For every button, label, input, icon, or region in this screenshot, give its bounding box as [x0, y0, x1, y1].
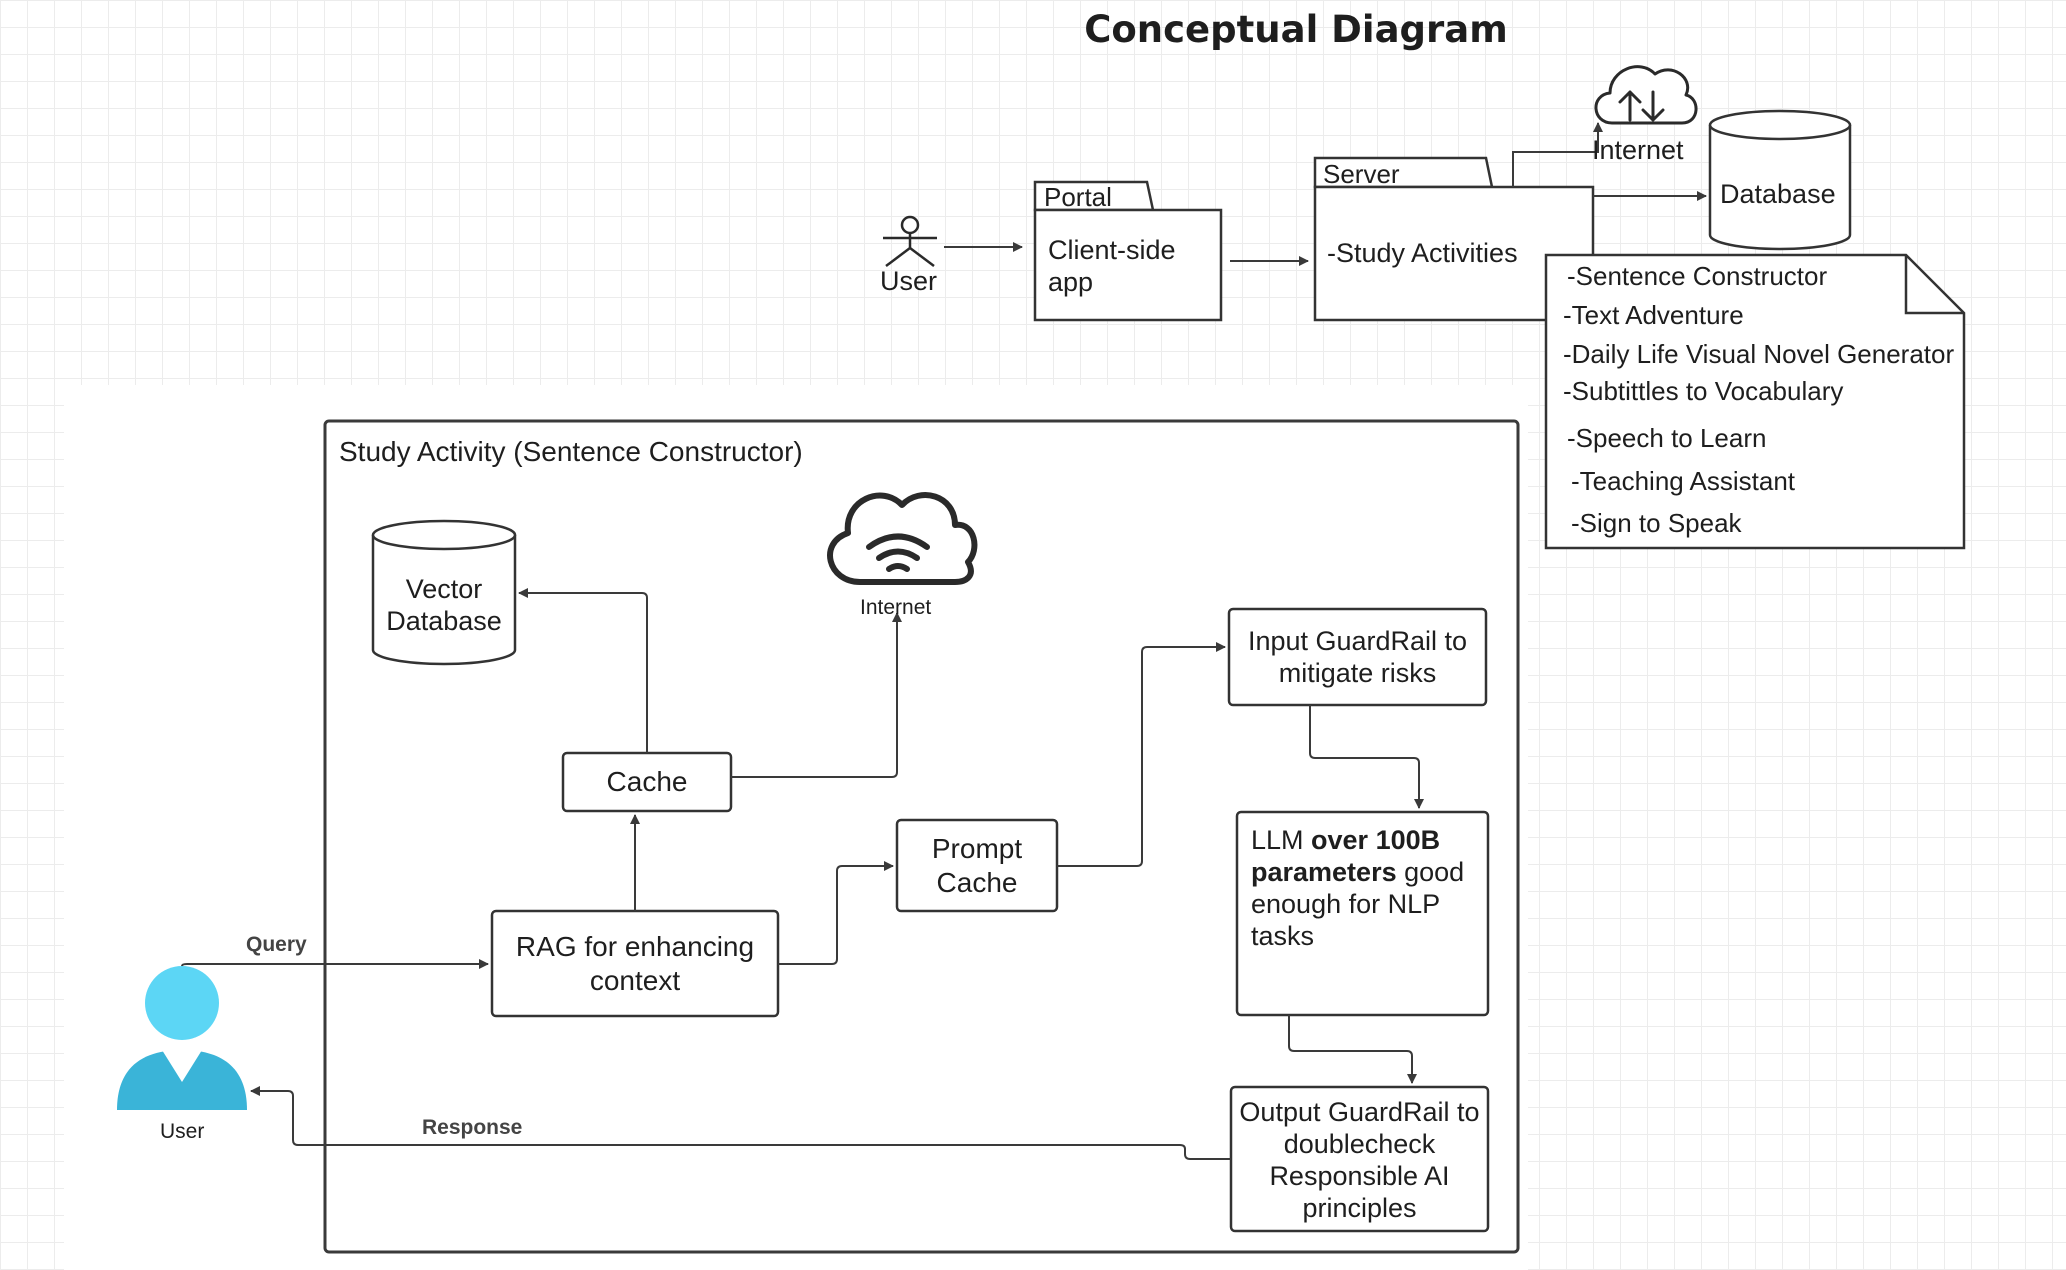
activity-item: -Speech to Learn [1567, 423, 1767, 453]
activity-item: -Sentence Constructor [1567, 261, 1828, 291]
arrow-llm-output [1288, 1015, 1417, 1084]
response-label: Response [422, 1116, 523, 1139]
cache-label: Cache [606, 766, 688, 798]
query-label: Query [246, 933, 307, 956]
llm-bold-text: over 100B parameters [1251, 825, 1441, 887]
top-internet-label: Internet [1592, 135, 1684, 165]
container-title: Study Activity (Sentence Constructor) [339, 436, 803, 467]
llm-label: LLM over 100B parameters good enough for… [1251, 825, 1483, 952]
input-guardrail-label: Input GuardRail to mitigate risks [1247, 625, 1468, 688]
output-guardrail-label: Output GuardRail to doublecheck Responsi… [1239, 1097, 1480, 1223]
prompt-cache-label: Prompt Cache [931, 832, 1023, 898]
arrow-server-internet [1512, 122, 1603, 187]
stick-user-icon [883, 215, 937, 267]
portal-tab-label: Portal [1044, 182, 1112, 212]
portal-body-label: Client-side app [1048, 235, 1176, 298]
arrow-response [250, 1086, 1231, 1160]
llm-box [1235, 810, 1490, 1017]
llm-prefix: LLM [1251, 825, 1312, 855]
activity-item: -Subtittles to Vocabulary [1563, 376, 1844, 406]
arrow-cache-internet [731, 612, 902, 778]
vector-db-label: Vector Database [386, 573, 502, 636]
arrow-cache-vectordb [518, 588, 648, 753]
arrow-prompt-input [1057, 642, 1226, 867]
page-title: Conceptual Diagram [1084, 8, 1508, 51]
rag-label: RAG for enhancing context [515, 930, 755, 996]
server-body-label: -Study Activities [1327, 238, 1518, 268]
input-guardrail-box [1227, 607, 1488, 707]
llm-suffix: good enough for NLP tasks [1251, 856, 1465, 951]
activity-item: -Text Adventure [1563, 300, 1744, 330]
arrow-input-llm [1309, 705, 1424, 809]
portal-box [1033, 208, 1223, 322]
vector-db-cylinder [371, 519, 517, 666]
database-label: Database [1720, 179, 1836, 209]
database-cylinder [1708, 109, 1852, 251]
arrow-rag-prompt [778, 861, 894, 965]
user-avatar-icon [117, 966, 247, 1110]
study-activity-container [323, 419, 1520, 1254]
cloud-updown-icon [1594, 65, 1698, 125]
bottom-user-label: User [160, 1120, 205, 1143]
activity-item: -Teaching Assistant [1571, 466, 1796, 496]
activities-note [1544, 253, 1966, 550]
server-tab-label: Server [1323, 159, 1400, 189]
activity-item: -Daily Life Visual Novel Generator [1563, 339, 1955, 369]
internet-label: Internet [860, 596, 932, 619]
wifi-cloud-icon [827, 492, 978, 585]
arrow-query [181, 959, 489, 969]
activity-item: -Sign to Speak [1571, 508, 1742, 538]
top-user-label: User [880, 266, 938, 296]
